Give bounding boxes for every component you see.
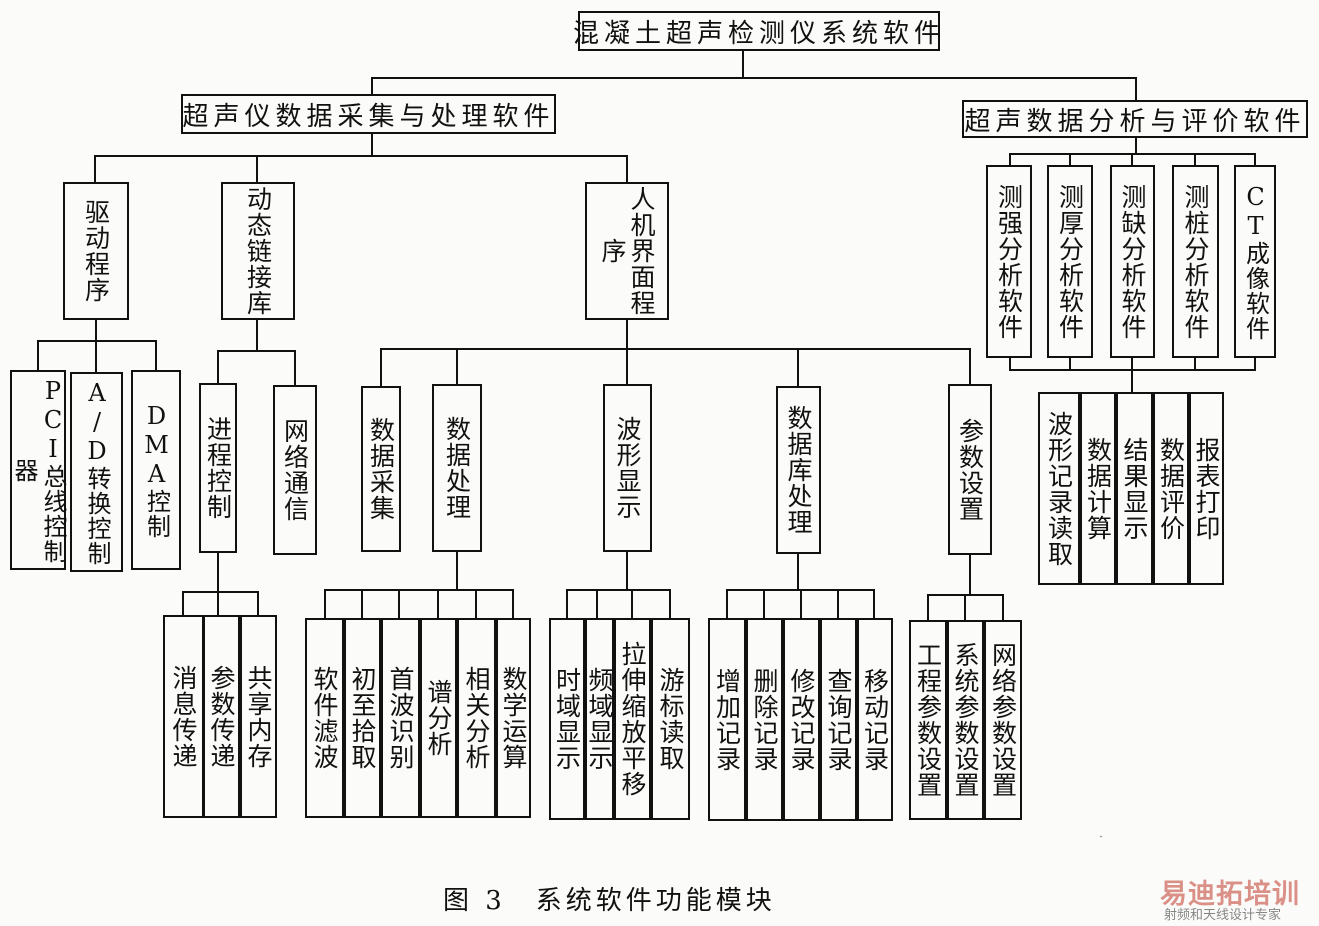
wave-record-read-node: 波形记录读取 bbox=[1038, 392, 1080, 585]
correlation-node: 相关分析 bbox=[457, 618, 496, 818]
connector bbox=[96, 340, 157, 370]
connector bbox=[37, 320, 97, 370]
figure-caption: 图 3 系统软件功能模块 bbox=[443, 886, 776, 916]
shared-memory-node: 共享内存 bbox=[240, 615, 277, 818]
strength-analysis-node: 测强分析软件 bbox=[986, 165, 1032, 358]
move-record-node: 移动记录 bbox=[857, 618, 893, 821]
thickness-analysis-node: 测厚分析软件 bbox=[1047, 165, 1093, 358]
math-node: 数学运算 bbox=[496, 618, 531, 818]
first-arrival-node: 初至拾取 bbox=[344, 618, 381, 818]
delete-record-node: 删除记录 bbox=[746, 618, 783, 821]
ad-conversion-node: A/D转换控制 bbox=[70, 372, 123, 572]
connector bbox=[1009, 138, 1137, 165]
freq-domain-node: 频域显示 bbox=[585, 618, 614, 820]
defect-analysis-node: 测缺分析软件 bbox=[1110, 165, 1155, 358]
data-eval-node: 数据评价 bbox=[1153, 392, 1189, 585]
connector bbox=[218, 591, 259, 615]
data-processing-node: 数据处理 bbox=[432, 384, 482, 552]
connector bbox=[927, 555, 971, 620]
query-record-node: 查询记录 bbox=[820, 618, 857, 821]
wave-display-node: 波形显示 bbox=[603, 384, 652, 552]
data-calc-node: 数据计算 bbox=[1080, 392, 1116, 585]
connector bbox=[217, 320, 258, 383]
connector bbox=[372, 155, 628, 182]
connector bbox=[371, 50, 744, 94]
connector bbox=[1136, 153, 1256, 165]
zoom-pan-node: 拉伸缩放平移 bbox=[614, 618, 651, 820]
connector bbox=[726, 553, 799, 618]
connector bbox=[257, 350, 296, 385]
process-control-node: 进程控制 bbox=[199, 383, 237, 553]
connector bbox=[627, 348, 971, 384]
message-passing-node: 消息传递 bbox=[163, 615, 204, 818]
acquisition-software-node: 超声仪数据采集与处理软件 bbox=[181, 94, 556, 134]
pile-analysis-node: 测桩分析软件 bbox=[1172, 165, 1219, 358]
cursor-read-node: 游标读取 bbox=[651, 618, 690, 820]
connector bbox=[324, 552, 458, 618]
first-wave-node: 首波识别 bbox=[381, 618, 420, 818]
add-record-node: 增加记录 bbox=[708, 618, 746, 821]
connector bbox=[970, 594, 1004, 620]
connector bbox=[182, 552, 219, 615]
result-display-node: 结果显示 bbox=[1116, 392, 1153, 585]
param-setting-node: 参数设置 bbox=[948, 384, 992, 555]
modify-record-node: 修改记录 bbox=[783, 618, 820, 821]
connector bbox=[798, 589, 875, 618]
param-passing-node: 参数传递 bbox=[203, 615, 240, 818]
root-node: 混凝土超声检测仪系统软件 bbox=[573, 11, 940, 51]
dll-node: 动态链接库 bbox=[221, 182, 295, 320]
project-param-node: 工程参数设置 bbox=[909, 620, 947, 820]
driver-node: 驱动程序 bbox=[63, 182, 129, 320]
db-processing-node: 数据库处理 bbox=[776, 386, 821, 554]
watermark-brand: 易迪拓培训 bbox=[1160, 879, 1300, 910]
time-domain-node: 时域显示 bbox=[549, 618, 585, 820]
ct-imaging-node: CT成像软件 bbox=[1234, 165, 1276, 358]
network-param-node: 网络参数设置 bbox=[984, 620, 1022, 820]
software-filter-node: 软件滤波 bbox=[305, 618, 344, 818]
connector bbox=[380, 320, 628, 386]
system-param-node: 系统参数设置 bbox=[947, 620, 984, 820]
network-comm-node: 网络通信 bbox=[273, 385, 317, 555]
spectrum-node: 谱分析 bbox=[420, 618, 457, 818]
hmi-node: 人机界面程序 bbox=[585, 182, 669, 320]
pci-controller-node: PCI总线控制器 bbox=[10, 370, 67, 570]
connector bbox=[743, 77, 1137, 100]
dma-control-node: DMA控制 bbox=[131, 370, 181, 570]
watermark-subtitle: 射频和天线设计专家 bbox=[1164, 908, 1282, 923]
data-acquisition-node: 数据采集 bbox=[361, 386, 401, 552]
analysis-software-node: 超声数据分析与评价软件 bbox=[962, 100, 1308, 138]
scan-mark bbox=[1099, 835, 1103, 838]
report-print-node: 报表打印 bbox=[1189, 392, 1224, 585]
connector bbox=[457, 589, 514, 618]
connector bbox=[627, 589, 671, 618]
connector bbox=[94, 133, 373, 182]
